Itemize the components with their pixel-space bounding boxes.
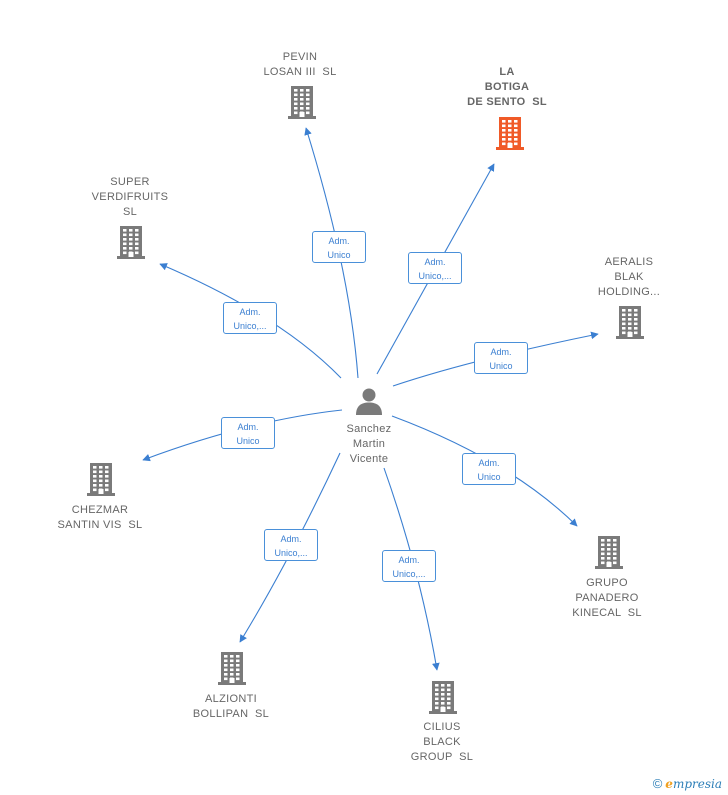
building-icon [87,463,115,496]
role-box-aeralis[interactable]: Adm. Unico [474,342,528,374]
building-icon [595,536,623,569]
company-label-alzionti[interactable]: ALZIONTI BOLLIPAN SL [192,693,270,720]
footer-brand[interactable]: ©empresia [653,776,722,791]
building-icon [616,306,644,339]
company-node-pevin[interactable] [285,84,319,125]
company-node-super[interactable] [114,224,148,265]
brand-name: mpresia [672,777,722,791]
company-label-grupo[interactable]: GRUPO PANADERO KINECAL SL [572,577,642,619]
role-box-chezmar[interactable]: Adm. Unico [221,417,275,449]
company-label-chezmar[interactable]: CHEZMAR SANTIN VIS SL [57,504,143,531]
building-icon [288,86,316,119]
person-node-sanchez-martin-vicente[interactable] [354,386,384,421]
company-node-alzionti[interactable] [215,650,249,691]
person-icon [356,388,382,415]
building-icon [429,681,457,714]
company-node-grupo[interactable] [592,534,626,575]
role-box-cilius[interactable]: Adm. Unico,... [382,550,436,582]
building-icon [117,226,145,259]
building-icon [496,117,524,150]
company-node-chezmar[interactable] [84,461,118,502]
person-label: Sanchez Martin Vicente [346,423,392,465]
company-label-cilius[interactable]: CILIUS BLACK GROUP SL [410,721,474,763]
company-label-labotiga[interactable]: LA BOTIGA DE SENTO SL [467,66,547,108]
company-node-labotiga[interactable] [493,115,527,156]
building-icon [218,652,246,685]
role-box-labotiga[interactable]: Adm. Unico,... [408,252,462,284]
role-box-pevin[interactable]: Adm. Unico [312,231,366,263]
role-box-alzionti[interactable]: Adm. Unico,... [264,529,318,561]
company-label-pevin[interactable]: PEVIN LOSAN III SL [263,51,337,78]
role-box-grupo[interactable]: Adm. Unico [462,453,516,485]
company-node-aeralis[interactable] [613,304,647,345]
company-node-cilius[interactable] [426,679,460,720]
company-label-aeralis[interactable]: AERALIS BLAK HOLDING... [597,256,661,298]
role-box-super[interactable]: Adm. Unico,... [223,302,277,334]
copyright-symbol: © [652,776,663,791]
company-label-super[interactable]: SUPER VERDIFRUITS SL [91,176,169,218]
brand-initial: e [665,777,673,791]
